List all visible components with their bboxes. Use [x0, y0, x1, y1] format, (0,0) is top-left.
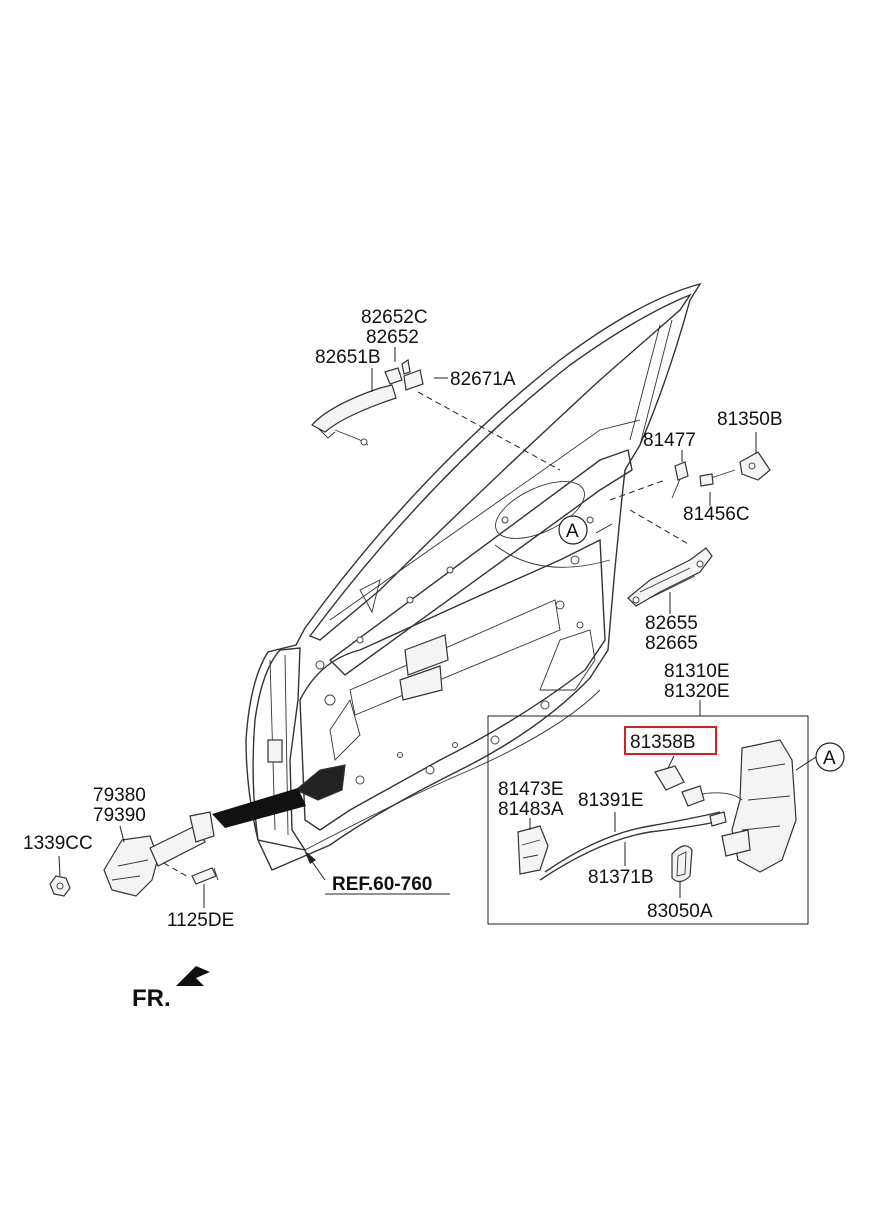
part-81473E-label: 81473E	[498, 779, 564, 800]
callout-a-label: A	[823, 748, 836, 769]
door-check-group	[49, 788, 306, 897]
part-81350B-label: 81350B	[717, 409, 783, 430]
part-81371B-label: 81371B	[588, 867, 654, 888]
inside-handle-group	[627, 547, 713, 607]
part-1339CC-label: 1339CC	[23, 833, 93, 854]
part-81358B-label: 81358B	[630, 732, 696, 753]
part-81391E-label: 81391E	[578, 790, 644, 811]
part-81320E-label: 81320E	[664, 681, 730, 702]
part-83050A-label: 83050A	[647, 901, 713, 922]
part-82655-label: 82655	[645, 613, 698, 634]
part-79390-label: 79390	[93, 805, 146, 826]
part-79380-label: 79380	[93, 785, 146, 806]
part-82671A-label: 82671A	[450, 369, 516, 390]
part-1125DE-label: 1125DE	[167, 910, 234, 931]
part-81310E-label: 81310E	[664, 661, 730, 682]
striker-group	[671, 451, 771, 499]
part-81483A-label: 81483A	[498, 799, 564, 820]
front-direction-arrow-icon	[176, 966, 210, 986]
callout-a-circle	[815, 742, 845, 772]
part-82651B-label: 82651B	[315, 347, 381, 368]
leader-lines	[58, 347, 817, 908]
outside-handle-group	[311, 358, 424, 446]
callout-a-circle	[558, 515, 588, 545]
assembly-lines	[154, 391, 691, 879]
front-door-panel	[245, 282, 702, 881]
part-82665-label: 82665	[645, 633, 698, 654]
part-81456C-label: 81456C	[683, 504, 750, 525]
callout-a-label: A	[566, 521, 579, 542]
ref-label: REF.60-760	[332, 874, 432, 895]
front-direction-label: FR.	[132, 985, 171, 1012]
highlight-box	[624, 726, 717, 755]
part-82652C-label: 82652C	[361, 307, 428, 328]
part-81477-label: 81477	[643, 430, 696, 451]
latch-box	[487, 715, 809, 925]
part-82652-label: 82652	[366, 327, 419, 348]
